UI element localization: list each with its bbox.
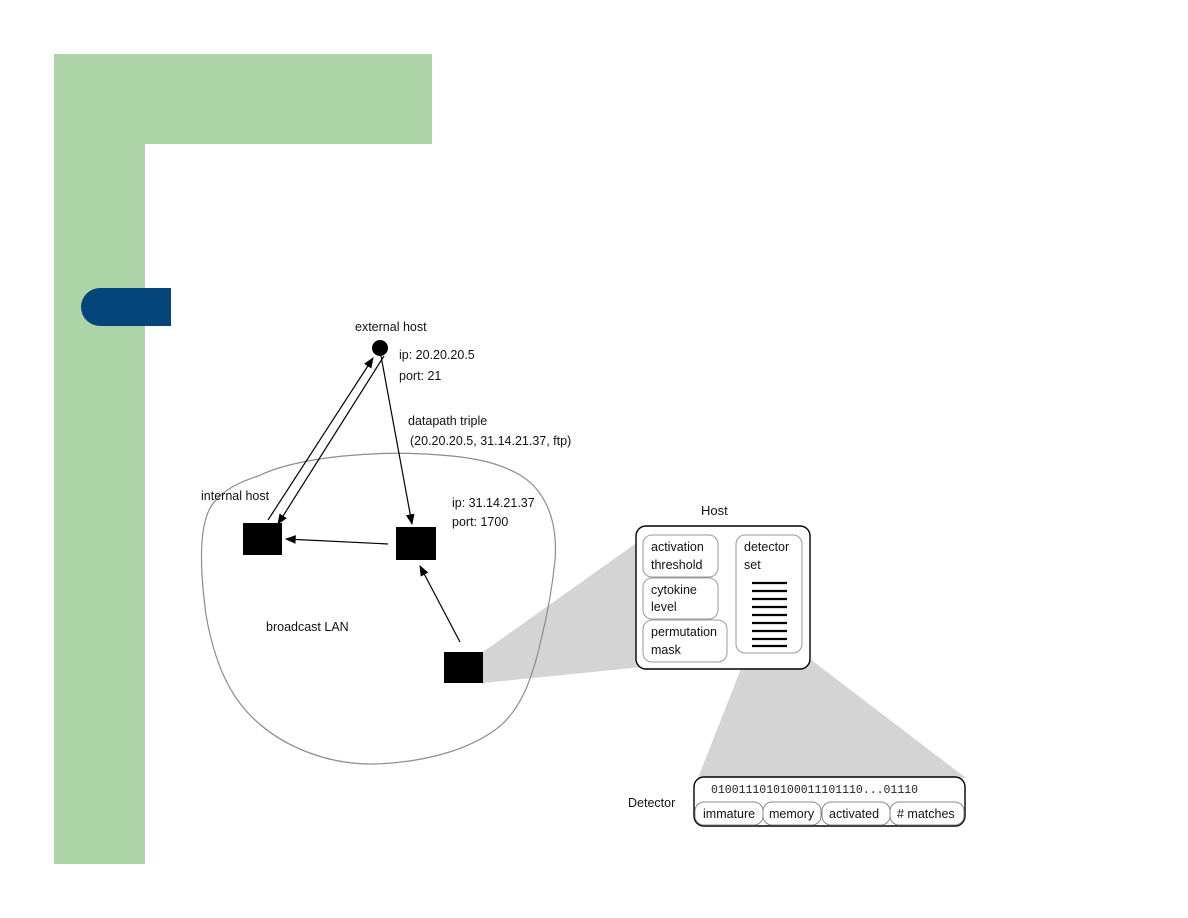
permutation-mask-line2: mask bbox=[651, 643, 682, 657]
middle-host-port: port: 1700 bbox=[452, 515, 508, 529]
datapath-triple-label: datapath triple bbox=[408, 414, 487, 428]
permutation-mask-line1: permutation bbox=[651, 625, 717, 639]
slide-green-left-band bbox=[54, 54, 145, 864]
detector-set-line2: set bbox=[744, 558, 761, 572]
host-box-title: Host bbox=[701, 503, 728, 518]
arrow-lower-to-middle bbox=[419, 565, 461, 643]
detector-set-line1: detector bbox=[744, 540, 789, 554]
activation-threshold-line2: threshold bbox=[651, 558, 702, 572]
cytokine-level-cell bbox=[642, 577, 719, 620]
cytokine-level-line1: cytokine bbox=[651, 583, 697, 597]
detector-list-lines bbox=[752, 581, 787, 648]
detector-field-immature-label: immature bbox=[703, 807, 755, 821]
external-host-node bbox=[372, 340, 388, 356]
broadcast-lan-boundary bbox=[200, 452, 557, 765]
detector-field-matches-label: # matches bbox=[897, 807, 955, 821]
detector-zoom-projection bbox=[698, 656, 966, 778]
internal-host-node bbox=[243, 523, 282, 555]
middle-host-ip: ip: 31.14.21.37 bbox=[452, 496, 535, 510]
arrow-external-to-middle bbox=[380, 355, 415, 526]
permutation-mask-cell bbox=[642, 619, 728, 663]
external-host-label: external host bbox=[355, 320, 427, 334]
arrow-external-to-internal bbox=[277, 355, 385, 525]
broadcast-lan-label: broadcast LAN bbox=[266, 620, 349, 634]
external-host-ip: ip: 20.20.20.5 bbox=[399, 348, 475, 362]
lower-host-node bbox=[444, 652, 483, 683]
detector-bit-string: 0100111010100011101110...01110 bbox=[711, 784, 918, 797]
detector-field-activated-label: activated bbox=[829, 807, 879, 821]
internal-host-label: internal host bbox=[201, 489, 270, 503]
datapath-triple-value: (20.20.20.5, 31.14.21.37, ftp) bbox=[410, 434, 571, 448]
external-host-port: port: 21 bbox=[399, 369, 441, 383]
activation-threshold-cell bbox=[642, 534, 719, 578]
slide-content-panel bbox=[145, 144, 1145, 904]
detector-field-memory bbox=[762, 801, 822, 826]
slide-blue-bullet bbox=[81, 288, 171, 326]
detector-label: Detector bbox=[628, 796, 675, 810]
host-zoom-projection bbox=[483, 532, 652, 683]
middle-host-node bbox=[396, 527, 436, 560]
cytokine-level-line2: level bbox=[651, 600, 677, 614]
detector-field-matches bbox=[889, 801, 965, 826]
activation-threshold-line1: activation bbox=[651, 540, 704, 554]
arrow-middle-to-internal bbox=[284, 535, 389, 545]
detector-field-memory-label: memory bbox=[769, 807, 815, 821]
arrow-internal-to-external bbox=[267, 357, 374, 521]
